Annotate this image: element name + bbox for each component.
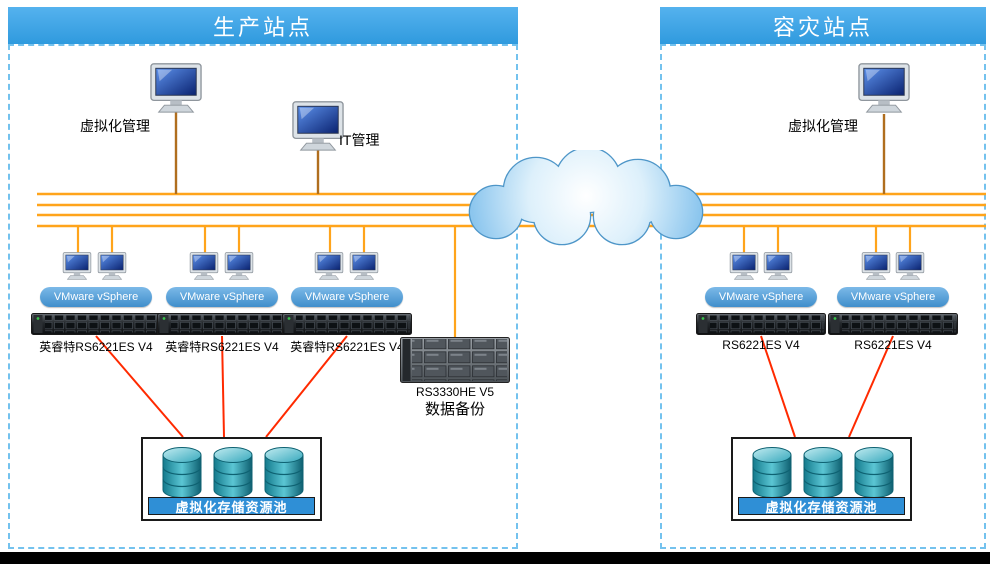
vsphere-badge: VMware vSphere xyxy=(166,287,278,307)
rack-server-icon xyxy=(282,313,412,340)
database-cylinder-icon xyxy=(803,446,843,499)
database-cylinder-icon xyxy=(752,446,792,499)
backup-rack-server-icon xyxy=(400,337,510,388)
desktop-computer-icon xyxy=(894,252,926,286)
desktop-computer-icon xyxy=(348,252,380,286)
rack-server-icon xyxy=(696,313,826,340)
desktop-computer-icon xyxy=(96,252,128,286)
vsphere-badge: VMware vSphere xyxy=(837,287,949,307)
vsphere-badge: VMware vSphere xyxy=(40,287,152,307)
storage-pool-label: 虚拟化存储资源池 xyxy=(148,497,315,515)
production-site-header: 生产站点 xyxy=(8,7,518,44)
recovery-site-header: 容灾站点 xyxy=(660,7,986,44)
production-storage-pool: 虚拟化存储资源池 xyxy=(141,437,322,521)
vsphere-badge: VMware vSphere xyxy=(705,287,817,307)
virtualization-mgmt-label: 虚拟化管理 xyxy=(788,118,858,134)
rack-server-icon xyxy=(157,313,287,340)
recovery-storage-pool: 虚拟化存储资源池 xyxy=(731,437,912,521)
backup-model-label: RS3330HE V5 xyxy=(415,385,495,399)
backup-purpose-label: 数据备份 xyxy=(424,401,485,418)
rack-server-icon xyxy=(828,313,958,340)
database-cylinder-icon xyxy=(213,446,253,499)
production-site-title: 生产站点 xyxy=(212,14,313,40)
recovery-site-title: 容灾站点 xyxy=(772,14,873,40)
network-cloud xyxy=(462,146,710,250)
recovery-site-box xyxy=(660,44,986,549)
it-mgmt-label: IT管理 xyxy=(339,132,380,148)
desktop-computer-icon xyxy=(188,252,220,286)
storage-pool-label: 虚拟化存储资源池 xyxy=(738,497,905,515)
desktop-computer-icon xyxy=(313,252,345,286)
database-cylinder-icon xyxy=(162,446,202,499)
database-cylinder-icon xyxy=(854,446,894,499)
production-site-box xyxy=(8,44,518,549)
desktop-computer-icon xyxy=(147,63,205,120)
bottom-black-bar xyxy=(0,552,990,564)
desktop-computer-icon xyxy=(61,252,93,286)
desktop-computer-icon xyxy=(223,252,255,286)
server-model-label: RS6221ES V4 xyxy=(854,338,932,352)
desktop-computer-icon xyxy=(860,252,892,286)
vsphere-badge: VMware vSphere xyxy=(291,287,403,307)
desktop-computer-icon xyxy=(762,252,794,286)
database-cylinder-icon xyxy=(264,446,304,499)
virtualization-mgmt-label: 虚拟化管理 xyxy=(80,118,150,134)
desktop-computer-icon xyxy=(855,63,913,120)
desktop-computer-icon xyxy=(728,252,760,286)
rack-server-icon xyxy=(31,313,161,340)
